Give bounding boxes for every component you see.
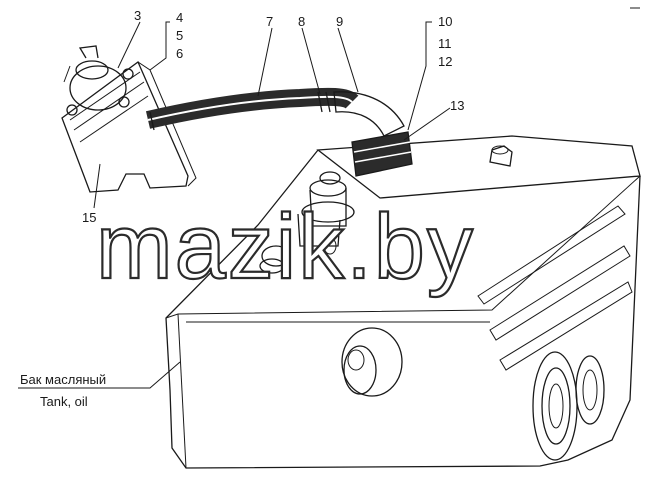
callout-11: 11 — [438, 36, 452, 51]
valve-clamp — [259, 258, 285, 274]
hose-clamp-left — [149, 111, 155, 131]
leader-4-6 — [149, 21, 170, 71]
side-port-2-core — [582, 369, 598, 411]
leader-9 — [337, 27, 359, 93]
filter-handle — [78, 45, 99, 59]
valve-elbow — [261, 245, 291, 267]
tank-edge-front — [177, 313, 187, 469]
filter-housing — [69, 65, 127, 111]
clamp-line-1 — [353, 141, 411, 153]
oil-hose — [145, 87, 413, 177]
breather-cap — [491, 145, 509, 155]
leader-3 — [117, 21, 141, 69]
front-neck-hole — [347, 349, 365, 371]
callout-15: 15 — [82, 210, 96, 225]
valve-lower — [297, 213, 341, 247]
side-port-inner — [541, 367, 571, 445]
bracket-side — [137, 61, 197, 187]
bracket-hatch-2 — [73, 81, 145, 131]
hose-highlight — [147, 95, 353, 121]
bracket-hatch-1 — [69, 71, 141, 121]
callout-6: 6 — [176, 46, 183, 61]
bracket-plate — [61, 60, 189, 193]
filter-lever — [63, 65, 71, 83]
callout-8: 8 — [298, 14, 305, 29]
valve-body — [309, 188, 347, 227]
leader-13 — [403, 107, 451, 141]
filter-bracket — [61, 45, 197, 193]
caption: Бак масляный Tank, oil — [20, 372, 106, 409]
leader-lines — [18, 21, 451, 389]
leader-caption — [18, 361, 181, 389]
bolt-2 — [122, 68, 134, 80]
tank-rib-3 — [499, 281, 633, 371]
callout-7: 7 — [266, 14, 273, 29]
front-neck-flange — [341, 327, 403, 397]
valve-head — [319, 171, 341, 185]
valve-flange — [301, 201, 355, 223]
tank-rib-1 — [477, 205, 626, 305]
bolt-3 — [118, 96, 130, 108]
bolt-1 — [66, 104, 78, 116]
front-neck-cap — [343, 345, 377, 395]
valve-top — [309, 179, 347, 197]
watermark: mazik.by — [96, 196, 475, 298]
breather — [489, 145, 513, 167]
callout-4: 4 — [176, 10, 183, 25]
bracket-hatch-3 — [79, 95, 149, 143]
leader-7 — [257, 27, 273, 97]
hose-clamp-right-a — [317, 91, 323, 113]
tank-rib-2 — [489, 245, 631, 341]
leader-8 — [301, 27, 321, 95]
oil-tank — [165, 135, 641, 469]
side-port-2 — [575, 355, 605, 425]
clamp-line-2 — [354, 151, 412, 163]
hose-clamp-band — [351, 131, 413, 177]
callout-3: 3 — [134, 8, 141, 23]
callout-13: 13 — [450, 98, 464, 113]
callout-10: 10 — [438, 14, 452, 29]
filter-cap — [75, 60, 109, 80]
caption-en: Tank, oil — [40, 394, 88, 409]
callout-9: 9 — [336, 14, 343, 29]
tank-edge-top — [165, 175, 641, 319]
callouts: 3 4 5 6 7 8 9 10 11 12 13 15 — [82, 8, 464, 225]
callout-5: 5 — [176, 28, 183, 43]
hose-elbow — [333, 91, 405, 137]
callout-12: 12 — [438, 54, 452, 69]
leader-15 — [93, 163, 101, 209]
leader-10-12 — [407, 21, 432, 131]
caption-ru: Бак масляный — [20, 372, 106, 387]
hose-clamp-right-b — [325, 91, 331, 113]
side-port-core — [548, 383, 564, 429]
valve-outlet — [323, 237, 337, 255]
tank-top-face — [316, 135, 641, 199]
